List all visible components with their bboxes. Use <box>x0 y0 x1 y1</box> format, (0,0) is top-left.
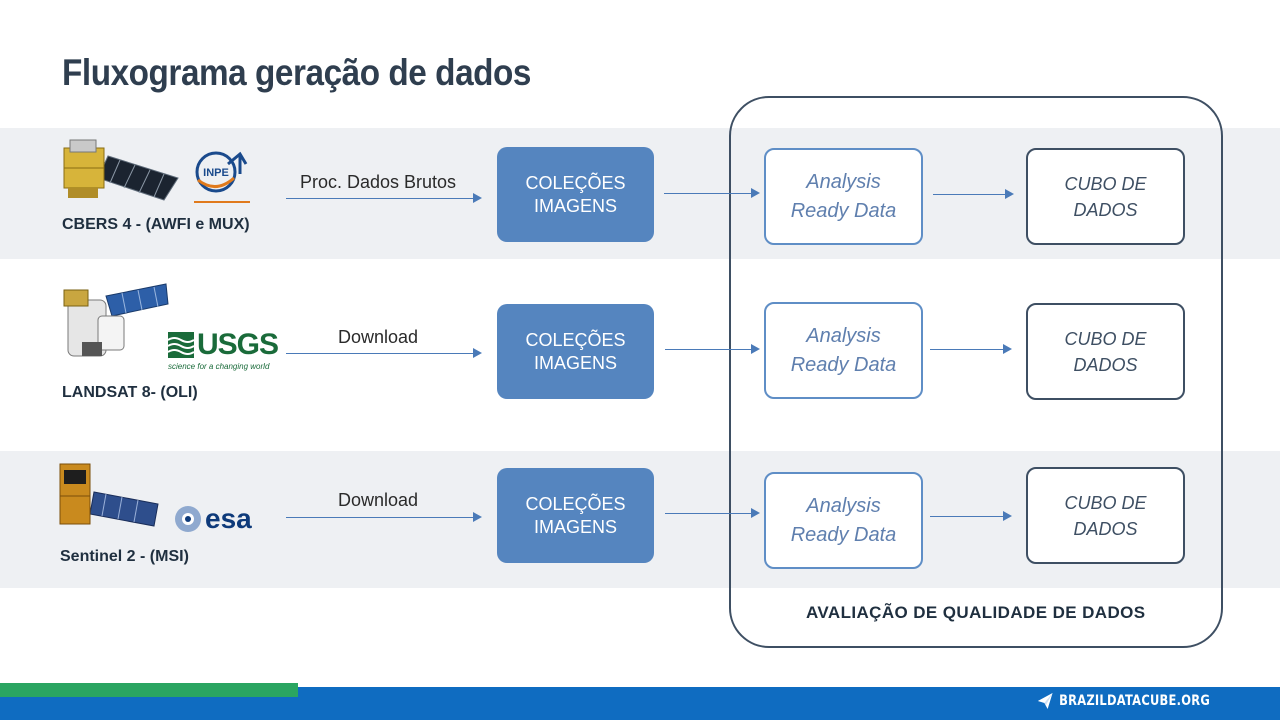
cube-box-sentinel: CUBO DE DADOS <box>1026 467 1185 564</box>
landsat-satellite-icon <box>63 283 169 357</box>
ard-box-cbers: Analysis Ready Data <box>764 148 923 245</box>
step-label-landsat: Download <box>337 327 419 347</box>
cube-line-1: CUBO DE <box>1064 328 1147 349</box>
collection-line-2: IMAGENS <box>533 516 617 537</box>
esa-logo-text: esa <box>205 503 252 534</box>
cube-line-1: CUBO DE <box>1064 492 1147 513</box>
usgs-logo: USGS science for a changing world <box>168 328 279 371</box>
collection-box-cbers: COLEÇÕES IMAGENS <box>497 147 654 242</box>
collection-line-1: COLEÇÕES <box>525 329 626 350</box>
arrow-ard-to-cube-2 <box>930 344 1012 354</box>
ard-box-landsat: Analysis Ready Data <box>764 302 923 399</box>
inpe-logo-text: INPE <box>203 167 229 179</box>
arrow-ard-to-cube-3 <box>930 511 1012 521</box>
ard-line-2: Ready Data <box>790 523 897 546</box>
ard-box-sentinel: Analysis Ready Data <box>764 472 923 569</box>
collection-line-2: IMAGENS <box>533 195 617 216</box>
collection-box-landsat: COLEÇÕES IMAGENS <box>497 304 654 399</box>
arrow-landsat-to-collection <box>286 348 482 358</box>
ard-line-1: Analysis <box>806 324 881 347</box>
usgs-wave-icon <box>168 332 194 358</box>
ard-line-2: Ready Data <box>790 199 897 222</box>
quality-evaluation-label: AVALIAÇÃO DE QUALIDADE DE DADOS <box>806 603 1146 622</box>
cube-box-cbers: CUBO DE DADOS <box>1026 148 1185 245</box>
ard-line-1: Analysis <box>806 170 881 193</box>
arrow-ard-to-cube-1 <box>933 189 1014 199</box>
footer-brand-text: BRAZILDATACUBE.ORG <box>1059 693 1210 709</box>
step-label-cbers: Proc. Dados Brutos <box>299 172 457 192</box>
collection-line-1: COLEÇÕES <box>525 493 626 514</box>
arrow-cbers-to-collection <box>286 193 482 203</box>
cube-line-2: DADOS <box>1073 354 1138 375</box>
cube-line-1: CUBO DE <box>1064 173 1147 194</box>
collection-box-sentinel: COLEÇÕES IMAGENS <box>497 468 654 563</box>
paper-plane-icon <box>1037 693 1053 709</box>
inpe-logo: INPE <box>194 150 250 203</box>
footer-accent-bar <box>0 683 298 697</box>
cube-box-landsat: CUBO DE DADOS <box>1026 303 1185 400</box>
ard-line-1: Analysis <box>806 494 881 517</box>
arrow-collection-to-ard-2 <box>665 344 760 354</box>
cbers-satellite-icon <box>63 139 179 201</box>
esa-logo: esa <box>174 503 252 535</box>
source-label-landsat: LANDSAT 8- (OLI) <box>62 384 198 401</box>
collection-line-2: IMAGENS <box>533 352 617 373</box>
usgs-tagline: science for a changing world <box>168 362 270 371</box>
esa-globe-icon <box>175 506 201 532</box>
source-label-cbers: CBERS 4 - (AWFI e MUX) <box>62 216 250 233</box>
footer-brand-link[interactable]: BRAZILDATACUBE.ORG <box>1037 693 1210 709</box>
sentinel-satellite-icon <box>59 463 159 527</box>
arrow-collection-to-ard-3 <box>665 508 760 518</box>
ard-line-2: Ready Data <box>790 353 897 376</box>
arrow-collection-to-ard-1 <box>664 188 760 198</box>
collection-line-1: COLEÇÕES <box>525 172 626 193</box>
arrow-sentinel-to-collection <box>286 512 482 522</box>
source-label-sentinel: Sentinel 2 - (MSI) <box>60 548 189 565</box>
cube-line-2: DADOS <box>1073 199 1138 220</box>
usgs-logo-text: USGS <box>197 328 279 361</box>
cube-line-2: DADOS <box>1073 518 1138 539</box>
page-title: Fluxograma geração de dados <box>62 52 531 93</box>
step-label-sentinel: Download <box>337 490 419 510</box>
quality-evaluation-frame <box>729 96 1223 648</box>
